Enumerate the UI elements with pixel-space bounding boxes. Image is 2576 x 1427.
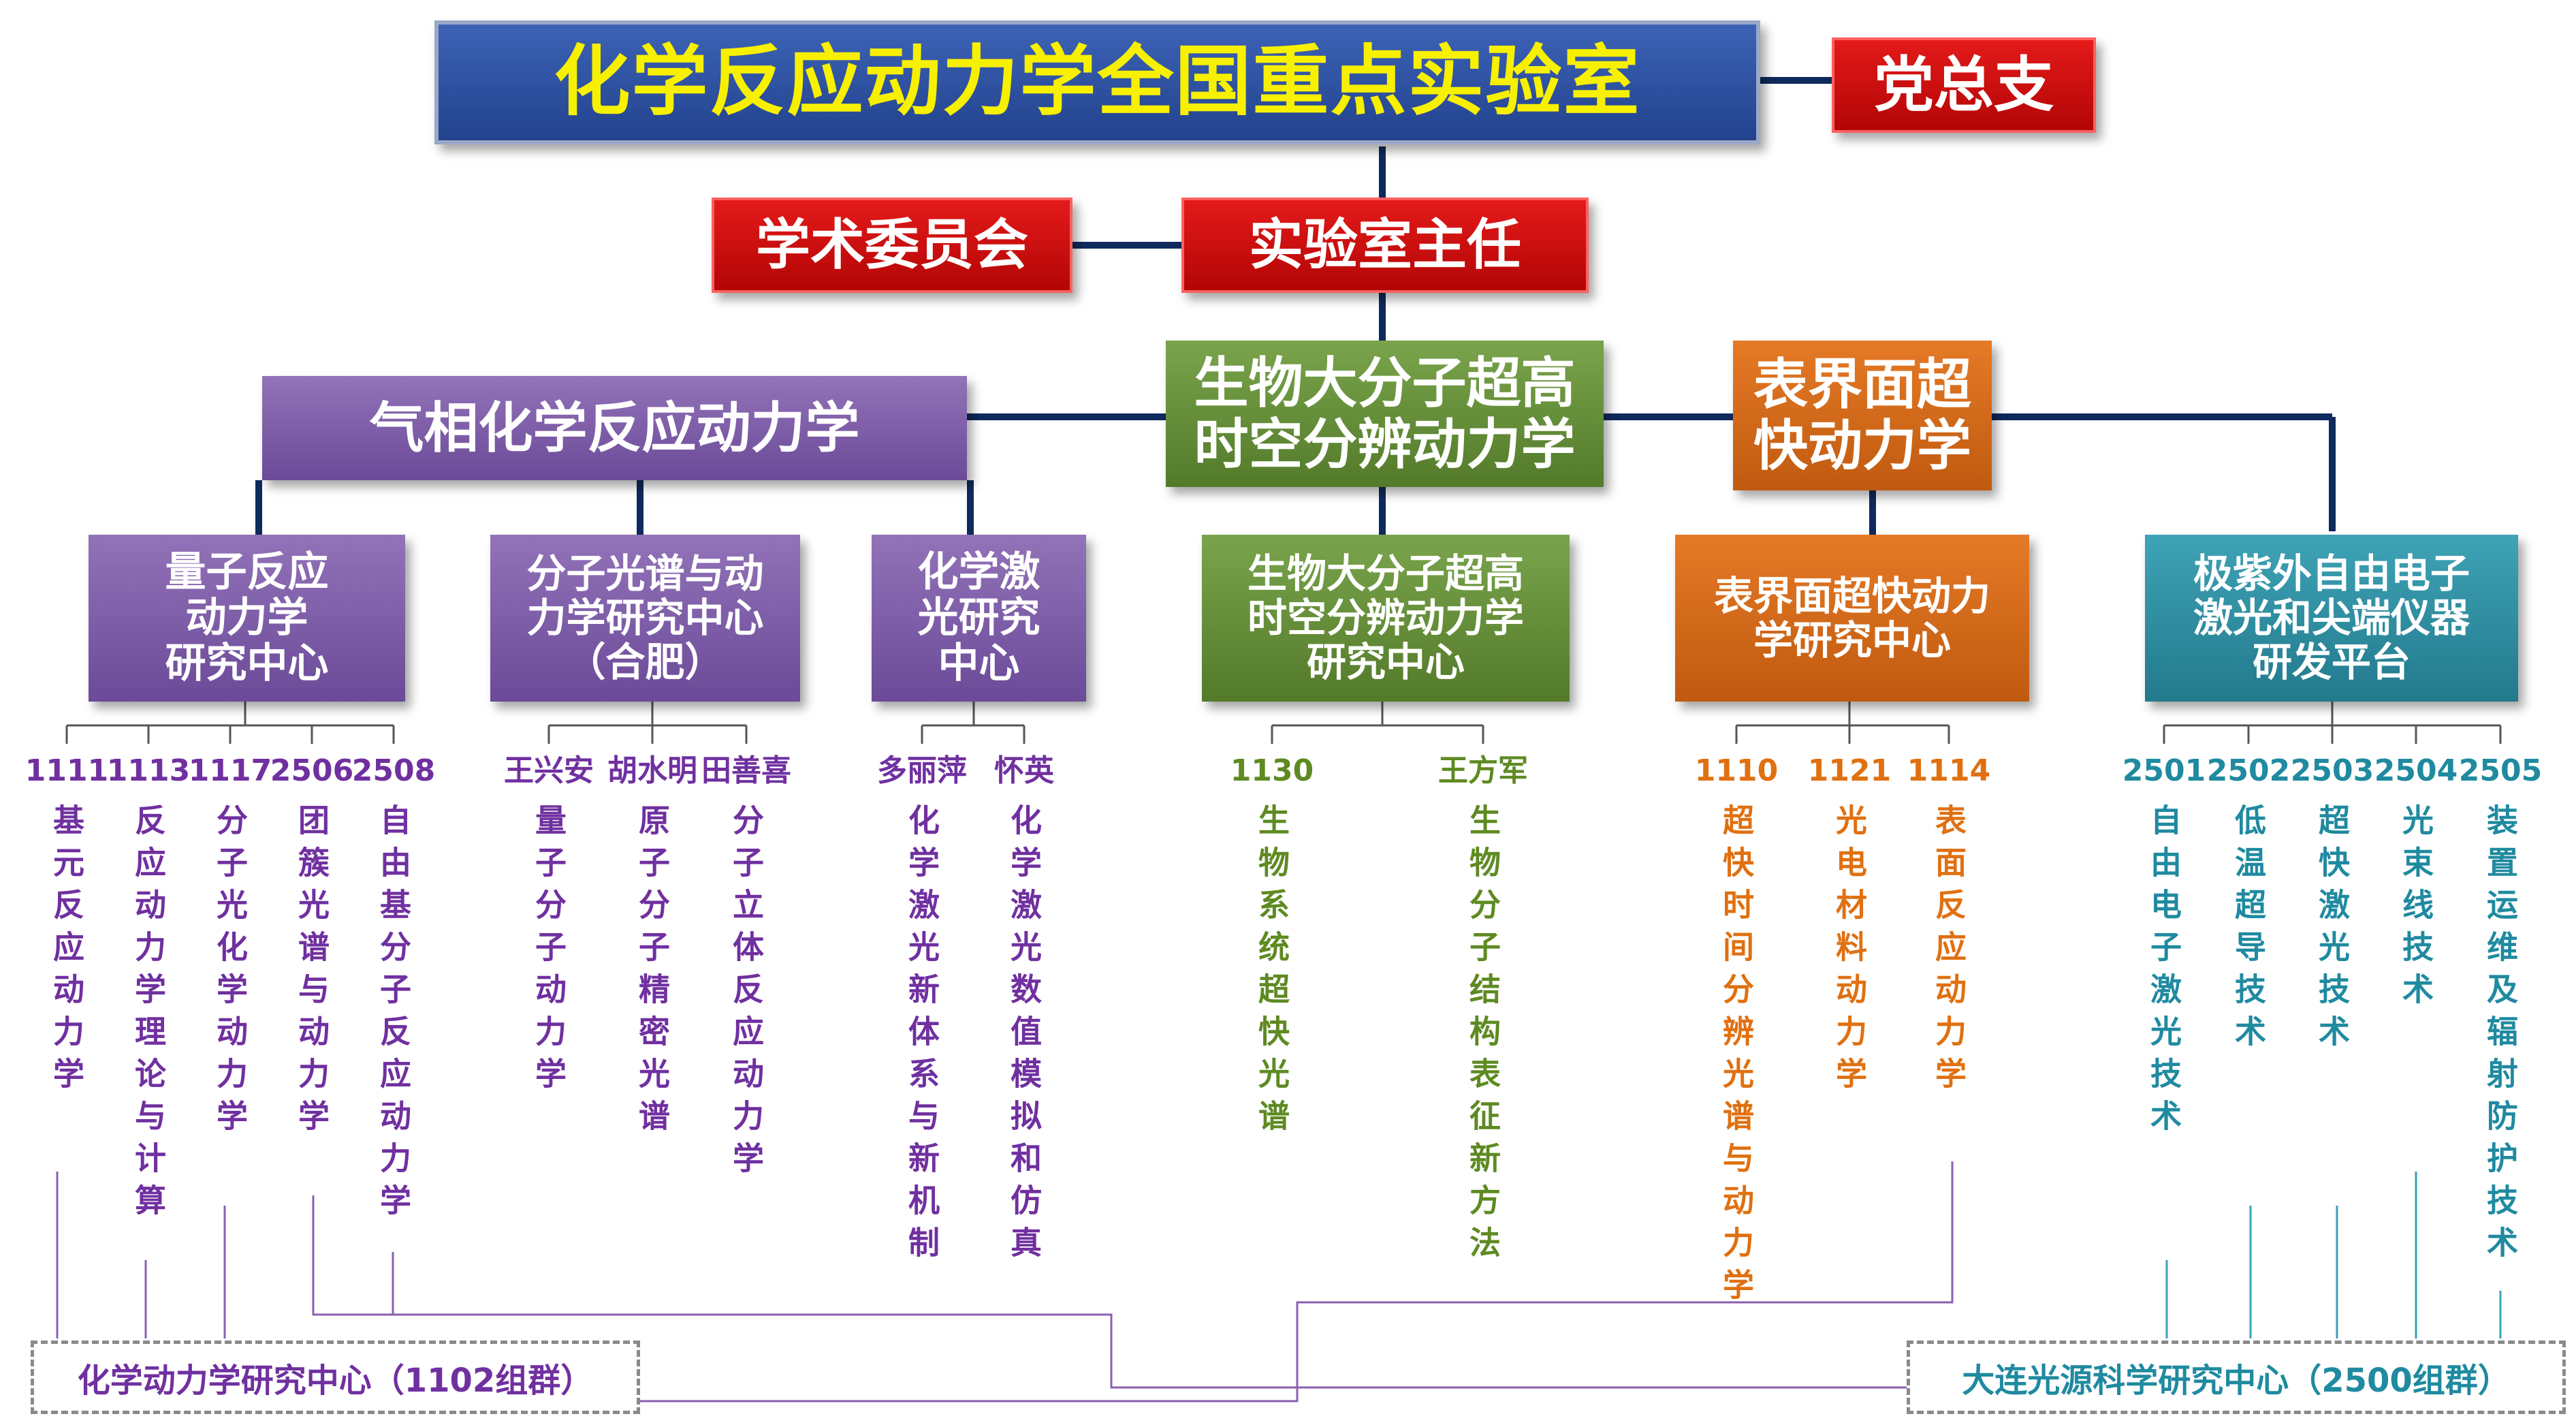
center-molecular-spectroscopy: 分子光谱与动 力学研究中心 （合肥） xyxy=(490,535,800,702)
group-code: 王兴安 xyxy=(504,753,594,788)
group-code: 1111 xyxy=(25,753,109,788)
center-surface-ultrafast: 表界面超快动力 学研究中心 xyxy=(1675,535,2029,702)
group-1114: 1114 表面反应动力学 xyxy=(1907,753,1991,1100)
group-topic: 量子分子动力学 xyxy=(530,804,567,1099)
group-topic: 自由基分子反应动力学 xyxy=(375,804,412,1226)
group-code: 2508 xyxy=(351,753,436,788)
group-code: 1114 xyxy=(1907,753,1991,788)
center-label: 化学激 光研究 中心 xyxy=(917,548,1040,688)
group-code: 王方军 xyxy=(1438,753,1528,788)
division-surface-ultrafast: 表界面超 快动力学 xyxy=(1733,341,1992,490)
group-1130: 1130 生物系统超快光谱 xyxy=(1230,756,1314,1142)
group-1117: 1117 分子光化学动力学 xyxy=(189,756,272,1142)
group-topic: 装置运维及辐射防护技术 xyxy=(2482,804,2519,1268)
group-hu-shuiming: 胡水明 原子分子精密光谱 xyxy=(607,756,697,1142)
group-code: 2504 xyxy=(2374,753,2458,788)
group-topic: 超快激光技术 xyxy=(2314,804,2351,1057)
group-topic: 自由电子激光技术 xyxy=(2146,804,2182,1142)
cluster-1102-label: 化学动力学研究中心（1102组群） xyxy=(77,1362,594,1400)
group-1110: 1110 超快时间分辨光谱与动力学 xyxy=(1695,756,1778,1311)
group-topic: 分子光化学动力学 xyxy=(212,804,249,1142)
center-quantum-reaction: 量子反应 动力学 研究中心 xyxy=(89,535,405,702)
lab-title: 化学反应动力学全国重点实验室 xyxy=(554,37,1641,127)
group-topic: 分子立体反应动力学 xyxy=(728,804,765,1184)
cluster-2500-box: 大连光源科学研究中心（2500组群） xyxy=(1907,1340,2566,1414)
group-topic: 化学激光数值模拟和仿真 xyxy=(1006,804,1043,1268)
group-2505: 2505 装置运维及辐射防护技术 xyxy=(2458,753,2543,1269)
group-topic: 光束线技术 xyxy=(2398,804,2434,1015)
group-code: 田善喜 xyxy=(701,753,791,788)
group-tian-shanxi: 田善喜 分子立体反应动力学 xyxy=(701,753,791,1185)
party-branch-label: 党总支 xyxy=(1873,49,2054,120)
cluster-2500-label: 大连光源科学研究中心（2500组群） xyxy=(1962,1362,2511,1400)
group-topic: 团簇光谱与动力学 xyxy=(293,804,330,1142)
group-code: 1113 xyxy=(106,753,191,788)
group-code: 1117 xyxy=(188,753,272,788)
group-2501: 2501 自由电子激光技术 xyxy=(2122,756,2206,1142)
group-topic: 超快时间分辨光谱与动力学 xyxy=(1718,804,1755,1311)
group-2506: 2506 团簇光谱与动力学 xyxy=(270,756,353,1142)
center-chemical-laser: 化学激 光研究 中心 xyxy=(872,535,1086,702)
center-label: 极紫外自由电子 激光和尖端仪器 研发平台 xyxy=(2193,550,2470,685)
center-label: 分子光谱与动 力学研究中心 （合肥） xyxy=(526,550,764,685)
group-topic: 化学激光新体系与新机制 xyxy=(904,804,940,1268)
division-gas-phase-label: 气相化学反应动力学 xyxy=(369,396,860,460)
group-topic: 光电材料动力学 xyxy=(1831,804,1868,1099)
group-code: 1121 xyxy=(1807,753,1892,788)
group-huai-ying: 怀英 化学激光数值模拟和仿真 xyxy=(994,753,1054,1269)
lab-director-box: 实验室主任 xyxy=(1181,198,1589,293)
group-code: 2501 xyxy=(2122,753,2206,788)
group-code: 胡水明 xyxy=(607,753,697,788)
group-2503: 2503 超快激光技术 xyxy=(2290,753,2374,1058)
center-label: 表界面超快动力 学研究中心 xyxy=(1713,572,1990,663)
group-2502: 2502 低温超导技术 xyxy=(2206,753,2291,1058)
division-gas-phase: 气相化学反应动力学 xyxy=(262,376,967,480)
group-topic: 反应动力学理论与计算 xyxy=(130,804,167,1226)
cluster-1102-box: 化学动力学研究中心（1102组群） xyxy=(31,1340,640,1414)
division-biomacromolecule: 生物大分子超高 时空分辨动力学 xyxy=(1166,341,1604,487)
group-topic: 表面反应动力学 xyxy=(1930,804,1967,1099)
center-label: 量子反应 动力学 研究中心 xyxy=(165,548,329,688)
academic-committee-box: 学术委员会 xyxy=(712,198,1072,293)
group-code: 1130 xyxy=(1230,753,1314,788)
group-code: 2505 xyxy=(2458,753,2543,788)
center-biomacromolecule: 生物大分子超高 时空分辨动力学 研究中心 xyxy=(1202,535,1570,702)
group-2504: 2504 光束线技术 xyxy=(2374,753,2458,1016)
group-code: 多丽萍 xyxy=(877,753,967,788)
academic-committee-label: 学术委员会 xyxy=(756,213,1028,277)
group-topic: 原子分子精密光谱 xyxy=(634,804,671,1142)
platform-euv-fel: 极紫外自由电子 激光和尖端仪器 研发平台 xyxy=(2145,535,2518,702)
group-code: 2502 xyxy=(2206,753,2291,788)
group-1113: 1113 反应动力学理论与计算 xyxy=(106,753,191,1227)
group-topic: 生物系统超快光谱 xyxy=(1254,804,1290,1142)
group-1121: 1121 光电材料动力学 xyxy=(1807,753,1892,1100)
group-wang-fangjun: 王方军 生物分子结构表征新方法 xyxy=(1438,753,1528,1269)
party-branch-box: 党总支 xyxy=(1832,37,2096,133)
group-code: 2503 xyxy=(2290,753,2374,788)
lab-director-label: 实验室主任 xyxy=(1249,213,1521,277)
group-topic: 低温超导技术 xyxy=(2230,804,2267,1057)
division-biomacromolecule-label: 生物大分子超高 时空分辨动力学 xyxy=(1194,351,1576,476)
center-label: 生物大分子超高 时空分辨动力学 研究中心 xyxy=(1247,550,1524,685)
group-code: 怀英 xyxy=(994,753,1054,788)
group-code: 1110 xyxy=(1694,753,1779,788)
group-topic: 生物分子结构表征新方法 xyxy=(1465,804,1501,1268)
group-topic: 基元反应动力学 xyxy=(48,804,85,1099)
group-wang-xingan: 王兴安 量子分子动力学 xyxy=(504,753,594,1100)
division-surface-ultrafast-label: 表界面超 快动力学 xyxy=(1753,353,1971,477)
group-duo-liping: 多丽萍 化学激光新体系与新机制 xyxy=(877,753,967,1269)
group-1111: 1111 基元反应动力学 xyxy=(25,753,109,1100)
group-code: 2506 xyxy=(270,753,354,788)
lab-title-box: 化学反应动力学全国重点实验室 xyxy=(434,20,1760,144)
group-2508: 2508 自由基分子反应动力学 xyxy=(351,753,436,1227)
